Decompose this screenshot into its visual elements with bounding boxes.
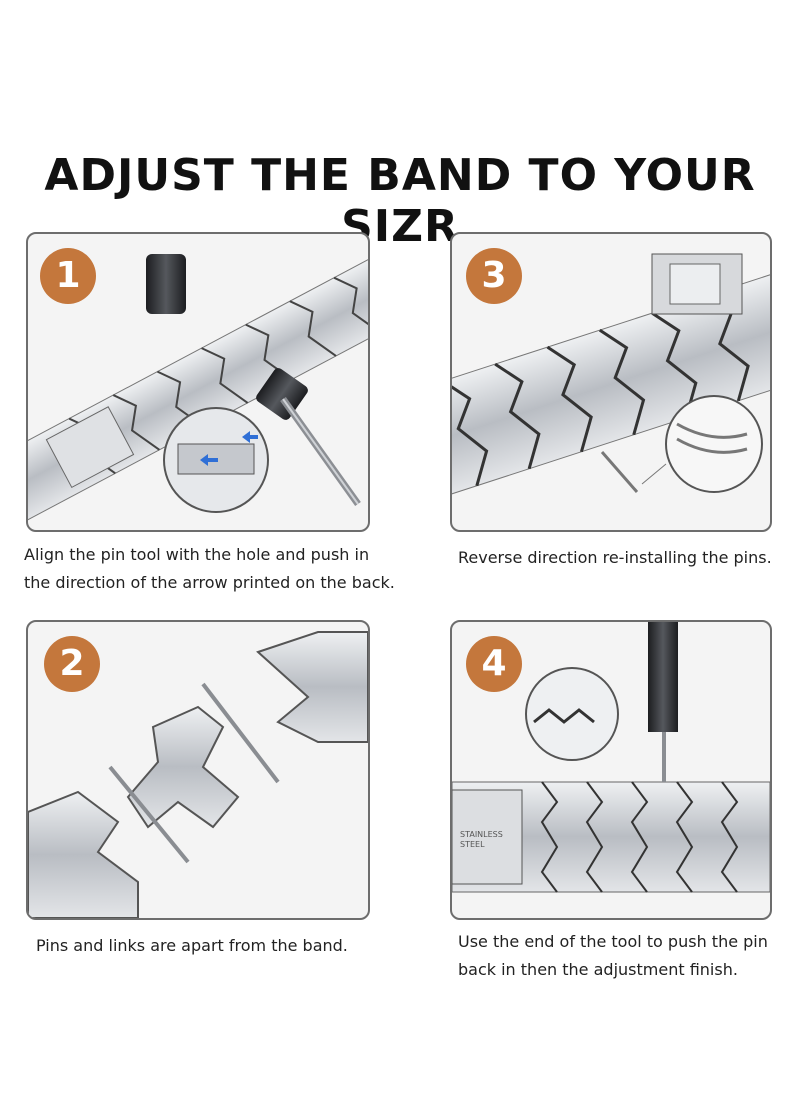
caption-line: the direction of the arrow printed on th… [24,573,395,592]
zoom-detail [665,395,763,493]
caption-line: Use the end of the tool to push the pin [458,932,768,951]
arrow-icon [200,454,218,466]
tool-handle [146,254,186,314]
arrow-icon [242,431,258,443]
step-3-badge: 3 [466,248,522,304]
clasp-text: STAINLESS [460,830,503,839]
step-1-badge: 1 [40,248,96,304]
caption-line: Reverse direction re-installing the pins… [458,548,772,567]
step-3-caption: Reverse direction re-installing the pins… [458,544,772,572]
caption-line: Pins and links are apart from the band. [36,936,348,955]
step-1-illustration [28,248,368,528]
step-2-caption: Pins and links are apart from the band. [36,932,348,960]
caption-line: back in then the adjustment finish. [458,960,738,979]
step-3-panel: 3 [450,232,772,532]
step-4-illustration [452,622,770,893]
page-title: ADJUST THE BAND TO YOUR SIZR [44,150,756,252]
step-2-panel: 2 [26,620,370,920]
step-2-badge: 2 [44,636,100,692]
caption-line: Align the pin tool with the hole and pus… [24,545,370,564]
step-1-caption: Align the pin tool with the hole and pus… [24,541,395,597]
step-2-illustration [28,631,368,918]
step-1-panel: 1 [26,232,370,532]
pin [201,682,280,784]
band-section [256,631,368,743]
step-4-caption: Use the end of the tool to push the pin … [458,928,768,984]
tool-handle [648,622,678,732]
clasp [452,789,523,885]
clasp-text: STEEL [460,840,485,849]
step-4-badge: 4 [466,636,522,692]
step-4-panel: 4 STAINLESS STEEL [450,620,772,920]
step-3-illustration [452,253,770,505]
clasp-label: STAINLESS STEEL [460,830,503,850]
pin [108,765,190,864]
link [126,705,240,829]
band-section [28,790,139,918]
